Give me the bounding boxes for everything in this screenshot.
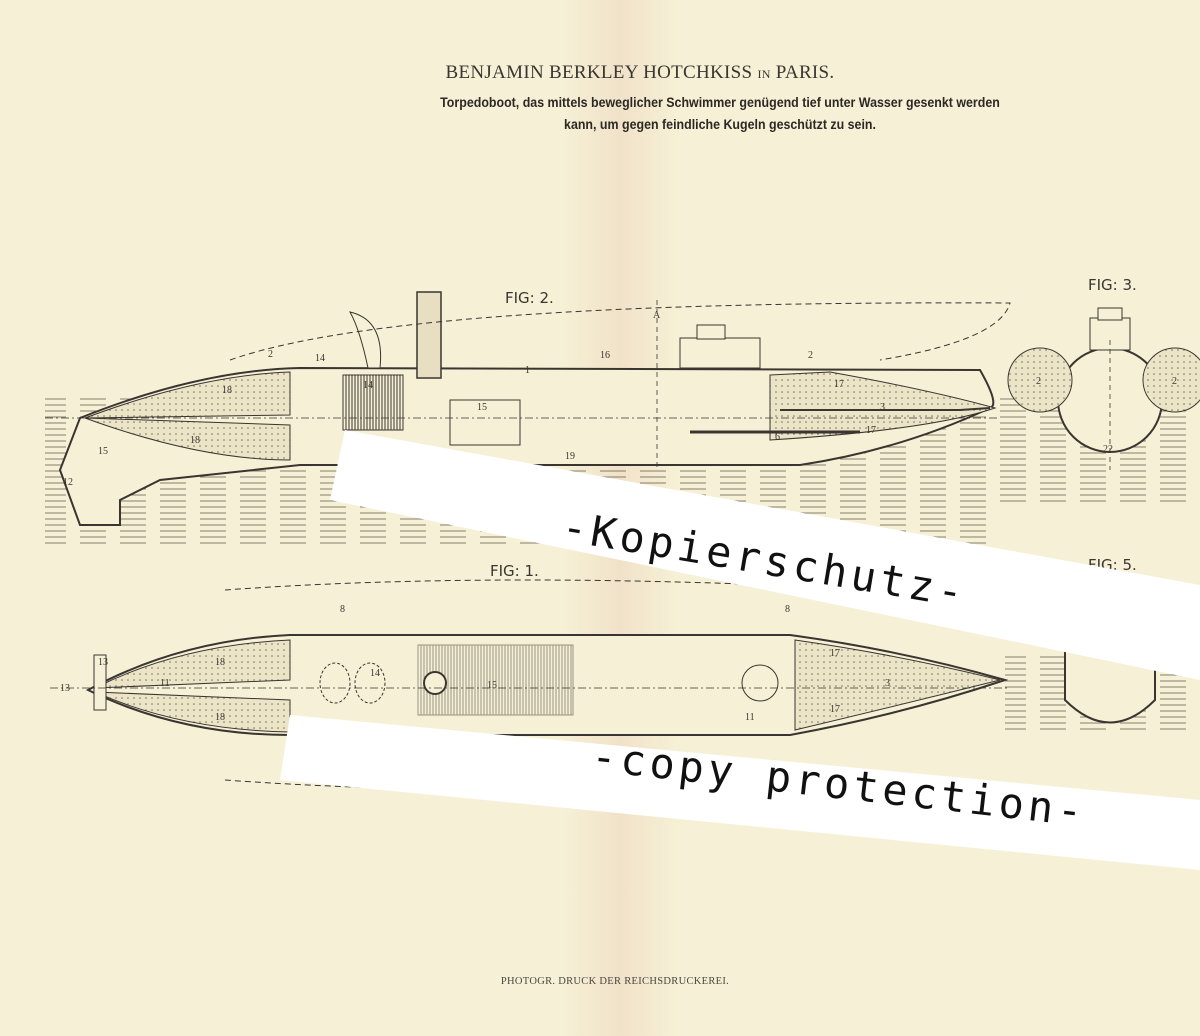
figure-1-label: FIG: 1. — [490, 562, 539, 580]
part-label: 2 — [1036, 376, 1041, 387]
part-label: 11 — [160, 678, 170, 689]
part-label: 3 — [885, 678, 890, 689]
part-label: 18 — [215, 657, 225, 668]
part-label: 1 — [525, 365, 530, 376]
part-label: 2 — [1172, 376, 1177, 387]
part-label: 11 — [745, 712, 755, 723]
part-label: 19 — [565, 451, 575, 462]
part-label: 2 — [808, 350, 813, 361]
part-label: 18 — [215, 712, 225, 723]
figure-1-plan-view: FIG: 1. 13 15 18 18 14 13 11 11 8 8 17 1… — [50, 562, 1010, 791]
part-label: 15 — [98, 446, 108, 457]
part-label: 18 — [222, 385, 232, 396]
part-label: 18 — [190, 435, 200, 446]
printer-imprint: PHOTOGR. DRUCK DER REICHSDRUCKEREI. — [500, 976, 730, 987]
part-label: 14 — [315, 353, 325, 364]
part-label: 8 — [340, 604, 345, 615]
part-label: 14 — [363, 380, 373, 391]
part-label: 17 — [830, 704, 840, 715]
patent-title: Torpedoboot, das mittels beweglicher Sch… — [440, 95, 1000, 132]
part-label: 12 — [63, 477, 73, 488]
part-label: 17 — [834, 379, 844, 390]
part-label: 8 — [785, 604, 790, 615]
figure-3-label: FIG: 3. — [1088, 276, 1137, 294]
part-label: 3 — [880, 402, 885, 413]
part-label: 14 — [370, 668, 380, 679]
part-label: 15 — [477, 402, 487, 413]
part-label: 13 — [60, 683, 70, 694]
section-mark: A — [653, 310, 661, 321]
figure-2-label: FIG: 2. — [505, 289, 554, 307]
part-label: 16 — [600, 350, 610, 361]
part-label: 6 — [775, 432, 780, 443]
part-label: 2 — [268, 349, 273, 360]
part-label: 17 — [866, 425, 876, 436]
part-label: 17 — [830, 648, 840, 659]
part-label: 22 — [1103, 444, 1113, 455]
part-label: 15 — [487, 680, 497, 691]
figure-3-cross-section: FIG: 3. 2 2 22 — [1007, 276, 1200, 470]
inventor-heading: BENJAMIN BERKLEY HOTCHKISS IN PARIS. — [445, 62, 835, 83]
watermark-copy-protection: -copy protection- — [280, 715, 1200, 870]
part-label: 13 — [98, 657, 108, 668]
